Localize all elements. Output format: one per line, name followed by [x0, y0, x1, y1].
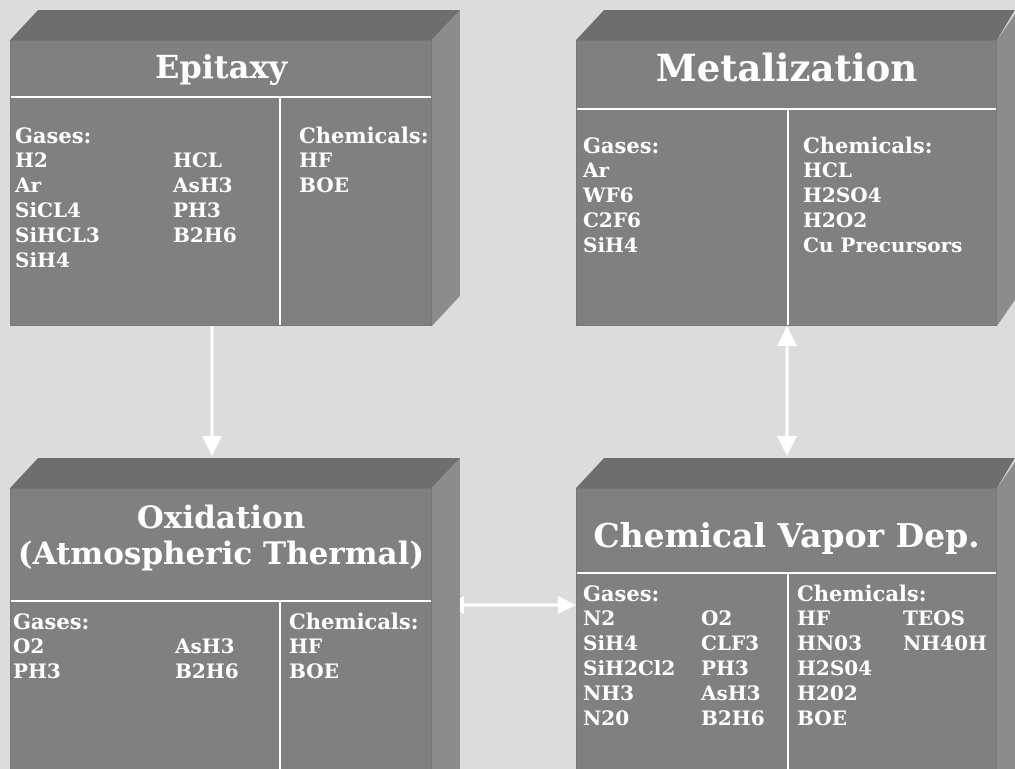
list-item: SiH4 [583, 631, 638, 655]
cvd-box-front: Chemical Vapor Dep. Gases: N2 SiH4 SiH2C… [576, 488, 997, 769]
cvd-gases-col1: Gases: N2 SiH4 SiH2Cl2 NH3 N20 [583, 581, 675, 731]
list-item: O2 [701, 606, 733, 630]
list-item: PH3 [173, 198, 221, 222]
oxidation-box-side [432, 458, 460, 769]
list-item: H2O2 [803, 208, 868, 232]
list-item: H2S04 [797, 656, 873, 680]
cvd-column-divider [787, 572, 789, 769]
metalization-gases-col: Gases: Ar WF6 C2F6 SiH4 [583, 133, 659, 258]
list-item: TEOS [903, 606, 965, 630]
list-item: HF [797, 606, 831, 630]
epitaxy-box-top [10, 10, 460, 40]
arrow-oxidation-cvd [446, 596, 576, 614]
oxidation-gases-col1: Gases: O2 PH3 [13, 609, 89, 684]
list-item: AsH3 [173, 173, 233, 197]
list-item: HF [299, 148, 333, 172]
arrow-epitaxy-to-oxidation [202, 326, 222, 456]
list-item: AsH3 [701, 681, 761, 705]
epitaxy-title: Epitaxy [154, 48, 288, 86]
list-item: SiH2Cl2 [583, 656, 676, 680]
oxidation-title-line1: Oxidation [136, 500, 306, 536]
epitaxy-chemicals-col: Chemicals: HF BOE [299, 123, 429, 198]
list-item: N20 [583, 706, 630, 730]
list-item: CLF3 [701, 631, 760, 655]
list-item: NH3 [583, 681, 635, 705]
list-item: NH40H [903, 631, 987, 655]
list-item: C2F6 [583, 208, 641, 232]
list-item: SiHCL3 [15, 223, 100, 247]
list-item: B2H6 [175, 659, 239, 683]
list-item: B2H6 [173, 223, 237, 247]
list-item: B2H6 [701, 706, 765, 730]
oxidation-column-divider [279, 600, 281, 769]
list-item: PH3 [701, 656, 749, 680]
metalization-title: Metalization [655, 46, 918, 90]
cvd-gases-col2: O2 CLF3 PH3 AsH3 B2H6 [701, 606, 765, 731]
metalization-box-front: Metalization Gases: Ar WF6 C2F6 SiH4 Che… [576, 40, 997, 326]
list-item: SiH4 [583, 233, 638, 257]
epitaxy-gases-col1: Gases: H2 Ar SiCL4 SiHCL3 SiH4 [15, 123, 100, 273]
cvd-gases-label: Gases: [583, 581, 660, 606]
metalization-box-side [997, 14, 1015, 326]
epitaxy-box-side [432, 10, 460, 326]
oxidation-chemicals-col: Chemicals: HF BOE [289, 609, 419, 684]
oxidation-gases-label: Gases: [13, 609, 90, 634]
list-item: Ar [15, 173, 42, 197]
oxidation-box-front: Oxidation (Atmospheric Thermal) Gases: O… [10, 488, 432, 769]
list-item: HF [289, 634, 323, 658]
list-item: WF6 [583, 183, 634, 207]
list-item: HCL [173, 148, 222, 172]
list-item: SiH4 [15, 248, 70, 272]
cvd-title-divider [577, 572, 996, 574]
cvd-title: Chemical Vapor Dep. [593, 516, 980, 555]
cvd-chemicals-col2: TEOS NH40H [903, 606, 987, 656]
metalization-gases-label: Gases: [583, 133, 660, 158]
cvd-chemicals-col1: Chemicals: HF HN03 H2S04 H202 BOE [797, 581, 927, 731]
list-item: H2SO4 [803, 183, 882, 207]
list-item: Ar [583, 158, 610, 182]
cvd-box-side [997, 462, 1015, 769]
cvd-chemicals-label: Chemicals: [797, 581, 927, 606]
metalization-column-divider [787, 108, 789, 325]
epitaxy-chemicals-label: Chemicals: [299, 123, 429, 148]
epitaxy-box-front: Epitaxy Gases: H2 Ar SiCL4 SiHCL3 SiH4 H… [10, 40, 432, 326]
arrow-metalization-cvd [777, 326, 797, 456]
list-item: H2 [15, 148, 48, 172]
oxidation-title: Oxidation (Atmospheric Thermal) [11, 500, 431, 572]
list-item: AsH3 [175, 634, 235, 658]
metalization-box-top [576, 10, 1015, 40]
metalization-title-divider [577, 108, 996, 110]
metalization-chemicals-label: Chemicals: [803, 133, 933, 158]
list-item: PH3 [13, 659, 61, 683]
list-item: BOE [289, 659, 339, 683]
list-item: N2 [583, 606, 616, 630]
list-item: BOE [797, 706, 847, 730]
list-item: SiCL4 [15, 198, 81, 222]
epitaxy-title-divider [11, 96, 431, 98]
epitaxy-column-divider [279, 96, 281, 325]
list-item: Cu Precursors [803, 233, 963, 257]
epitaxy-gases-col2: HCL AsH3 PH3 B2H6 [173, 148, 237, 248]
oxidation-title-divider [11, 600, 431, 602]
oxidation-box-top [10, 458, 460, 488]
cvd-box-top [576, 458, 1015, 488]
oxidation-title-line2: (Atmospheric Thermal) [17, 535, 425, 572]
list-item: HCL [803, 158, 852, 182]
metalization-chemicals-col: Chemicals: HCL H2SO4 H2O2 Cu Precursors [803, 133, 962, 258]
list-item: BOE [299, 173, 349, 197]
list-item: HN03 [797, 631, 863, 655]
list-item: O2 [13, 634, 45, 658]
oxidation-gases-col2: AsH3 B2H6 [175, 634, 239, 684]
epitaxy-gases-label: Gases: [15, 123, 92, 148]
oxidation-chemicals-label: Chemicals: [289, 609, 419, 634]
list-item: H202 [797, 681, 858, 705]
